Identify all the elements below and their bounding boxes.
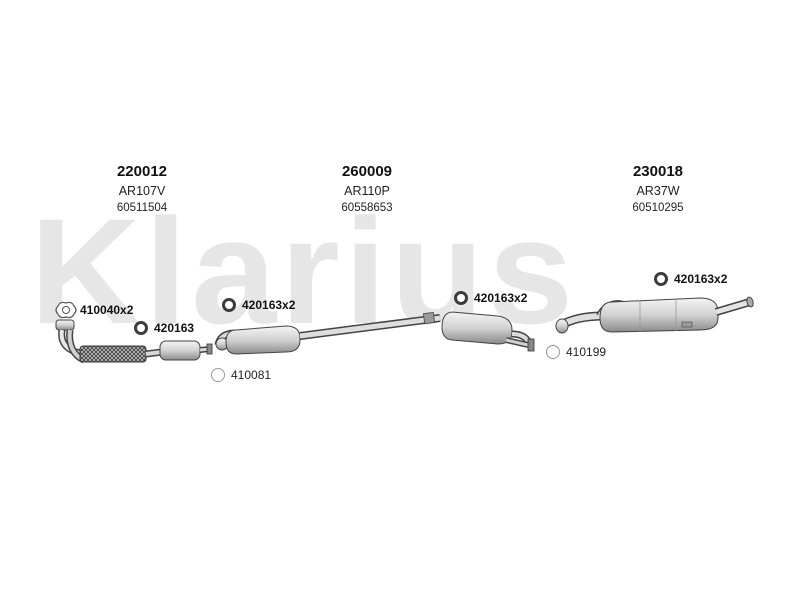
front-pipe-220012: [55, 319, 213, 364]
clamp-ring-icon: [222, 298, 236, 312]
assembly-oe-number: 60510295: [632, 202, 684, 214]
fitting-420163-x2-mid: 420163x2: [454, 291, 527, 305]
assembly-oe-number: 60511504: [116, 202, 168, 214]
fitting-label: 410040x2: [80, 303, 134, 317]
fitting-410081: 410081: [211, 368, 271, 382]
assembly-code: 230018: [632, 163, 684, 180]
fitting-label: 410199: [566, 345, 607, 359]
fitting-420163-x2-rear: 420163x2: [654, 272, 727, 286]
gasket-410040-icon: [55, 301, 77, 319]
fitting-410199: 410199: [546, 345, 606, 359]
assembly-label-front-pipe: 220012 AR107V 60511504: [62, 163, 222, 216]
assembly-code: 220012: [116, 163, 168, 180]
assembly-ref: AR107V: [118, 184, 166, 198]
clamp-ring-icon: [134, 321, 148, 335]
assembly-label-centre-silencer: 260009 AR110P 60558653: [287, 163, 447, 216]
fitting-label: 420163x2: [474, 291, 528, 305]
assembly-ref: AR37W: [636, 184, 680, 198]
fitting-420163: 420163: [134, 321, 194, 335]
rubber-ring-icon: [211, 368, 225, 382]
assembly-label-rear-silencer: 230018 AR37W 60510295: [578, 163, 738, 216]
fitting-label: 420163x2: [242, 298, 296, 312]
assembly-ref: AR110P: [344, 184, 390, 198]
clamp-ring-icon: [654, 272, 668, 286]
fitting-label: 420163: [154, 321, 195, 335]
rubber-ring-icon: [546, 345, 560, 359]
clamp-ring-icon: [454, 291, 468, 305]
fitting-label: 420163x2: [674, 272, 728, 286]
rear-silencer-230018: [555, 296, 754, 334]
fitting-410040: 410040x2: [80, 303, 133, 317]
centre-silencer-260009: [214, 311, 535, 355]
fitting-label: 410081: [231, 368, 272, 382]
assembly-oe-number: 60558653: [341, 202, 393, 214]
assembly-code: 260009: [341, 163, 393, 180]
fitting-420163-x2-centre: 420163x2: [222, 298, 295, 312]
